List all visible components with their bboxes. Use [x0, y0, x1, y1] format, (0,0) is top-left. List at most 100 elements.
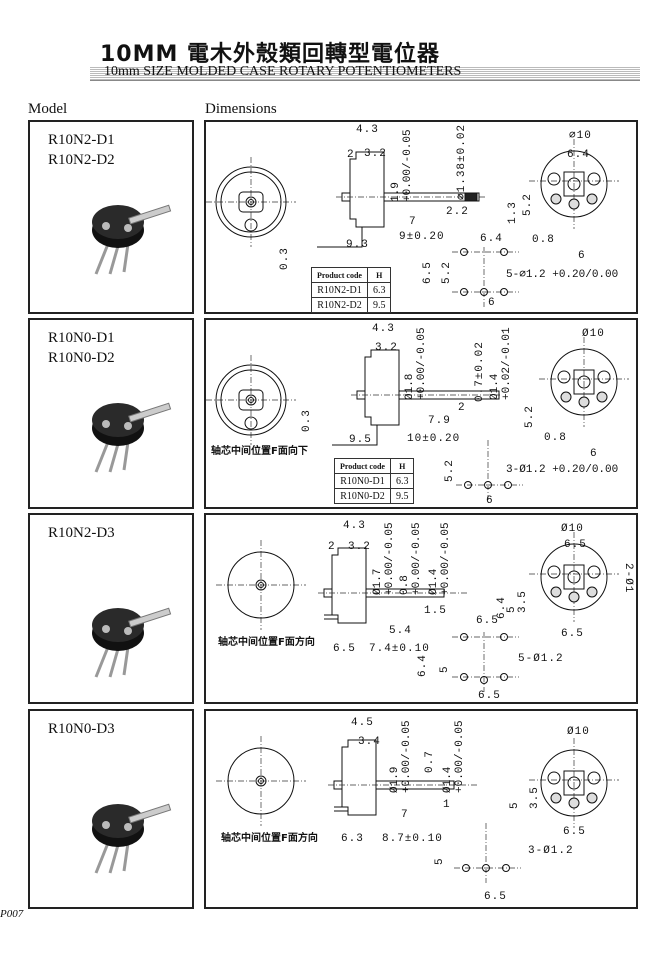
shaft-bore: [567, 776, 581, 790]
wiper-slot: [238, 191, 264, 213]
dimension-label: 6.5: [561, 628, 584, 640]
terminal-hole: [244, 218, 258, 232]
dimension-label: 0.8: [544, 432, 567, 444]
dimension-label: 4.3: [356, 124, 379, 136]
mount-hole: [587, 172, 601, 186]
terminal-pins: [94, 441, 130, 473]
table-cell: 9.5: [389, 488, 415, 504]
front-view-outline: [227, 747, 295, 815]
dimension-label: Ø10: [561, 523, 584, 535]
rear-view-outline: [540, 749, 608, 817]
dimension-label: 7: [401, 809, 409, 821]
dimension-label: 0.7±0.02: [474, 341, 486, 402]
dimension-label: Ø1.7 +0.00/-0.05: [372, 522, 396, 595]
dimension-label: 3.2: [364, 148, 387, 160]
terminal-pins: [94, 646, 130, 678]
terminal-lug: [102, 222, 110, 230]
wiper-slot: [238, 389, 264, 411]
side-view-body: [349, 151, 385, 228]
front-view-outline: [227, 551, 295, 619]
dimension-label: 6: [590, 448, 598, 460]
subtitle: 10mm SIZE MOLDED CASE ROTARY POTENTIOMET…: [104, 64, 462, 79]
dimension-label: 6: [488, 297, 496, 309]
table-cell: R10N0-D2: [334, 488, 391, 504]
orientation-caption: 轴芯中间位置F面向下: [211, 446, 308, 457]
shaft: [383, 192, 480, 202]
technical-drawing: [206, 139, 619, 307]
dimension-label: 6.5: [484, 891, 507, 903]
terminal-leg: [332, 425, 378, 446]
dimension-label: 3.4: [358, 736, 381, 748]
mount-hole: [597, 370, 611, 384]
dimension-label: 5-Ø1.2: [518, 653, 564, 665]
pcb-hole: [500, 633, 508, 641]
dimension-label: 1.5: [424, 605, 447, 617]
pcb-hole: [504, 481, 512, 489]
shaft-center: [245, 196, 257, 208]
dimension-label: 0.8: [532, 234, 555, 246]
terminal-lug: [102, 420, 110, 428]
dimension-label: 6.4: [417, 654, 429, 677]
front-view-outline: [215, 166, 287, 238]
shaft-center: [245, 394, 257, 406]
terminal-lug: [102, 821, 110, 829]
terminal: [568, 198, 580, 210]
terminal: [586, 792, 598, 804]
dimension-label: 7.4±0.10: [369, 643, 430, 655]
pcb-hole: [480, 676, 488, 684]
dimension-label: 9.3: [346, 239, 369, 251]
terminal-hole: [244, 416, 258, 430]
dimension-label: Ø1.4 +0.02/-0.01: [489, 327, 513, 400]
terminal: [586, 193, 598, 205]
model-name: R10N2-D3: [48, 525, 115, 541]
front-view-inner: [220, 369, 282, 431]
dimension-label: 6.5: [563, 826, 586, 838]
dimension-label: ⌀1.38±0.02: [456, 123, 468, 200]
dimension-label: 5-⌀1.2 +0.20/0.00: [506, 269, 619, 281]
dimension-label: 10±0.20: [407, 433, 461, 445]
dimension-label: 2-Ø1: [622, 563, 634, 594]
shaft: [128, 607, 172, 628]
orientation-caption: 轴芯中间位置F面方向: [221, 833, 318, 844]
table-cell: R10N2-D1: [311, 282, 368, 298]
terminal-leg: [324, 614, 338, 620]
dimension-label: 5.2: [524, 405, 536, 428]
technical-drawing: [216, 532, 619, 692]
dimension-label: 3-Ø1.2 +0.20/0.00: [506, 464, 619, 476]
terminal: [568, 591, 580, 603]
dimension-label: 3.2: [348, 541, 371, 553]
terminal-lug: [102, 625, 110, 633]
rear-view-outline: [540, 150, 608, 218]
dimension-label: 3.5: [517, 590, 529, 613]
dimension-label: 6.5: [564, 539, 587, 551]
page-number: P007: [0, 908, 24, 920]
dimension-label: 4.5: [351, 717, 374, 729]
table-cell: R10N2-D2: [311, 297, 368, 313]
terminal-lug: [124, 627, 132, 635]
dimension-label: 6: [486, 495, 494, 507]
shaft: [128, 803, 172, 824]
shaft-center: [255, 579, 267, 591]
model-name: R10N2-D1: [48, 132, 115, 148]
terminal: [596, 391, 608, 403]
dimension-label: Ø1.9 +0.00/-0.05: [389, 720, 413, 793]
dimensions-header: Dimensions: [205, 101, 277, 117]
model-name: R10N0-D1: [48, 330, 115, 346]
product-photo: [92, 607, 172, 678]
dimension-label: 5: [434, 857, 446, 865]
front-view-outline: [215, 364, 287, 436]
terminal-lug: [124, 224, 132, 232]
dimension-label: 1.3: [507, 201, 519, 224]
pcb-hole: [500, 673, 508, 681]
table-cell: R10N0-D1: [334, 473, 391, 489]
terminal-pins: [94, 243, 130, 275]
rear-view-outline: [550, 348, 618, 416]
dimension-label: 4.3: [343, 520, 366, 532]
terminal: [568, 797, 580, 809]
